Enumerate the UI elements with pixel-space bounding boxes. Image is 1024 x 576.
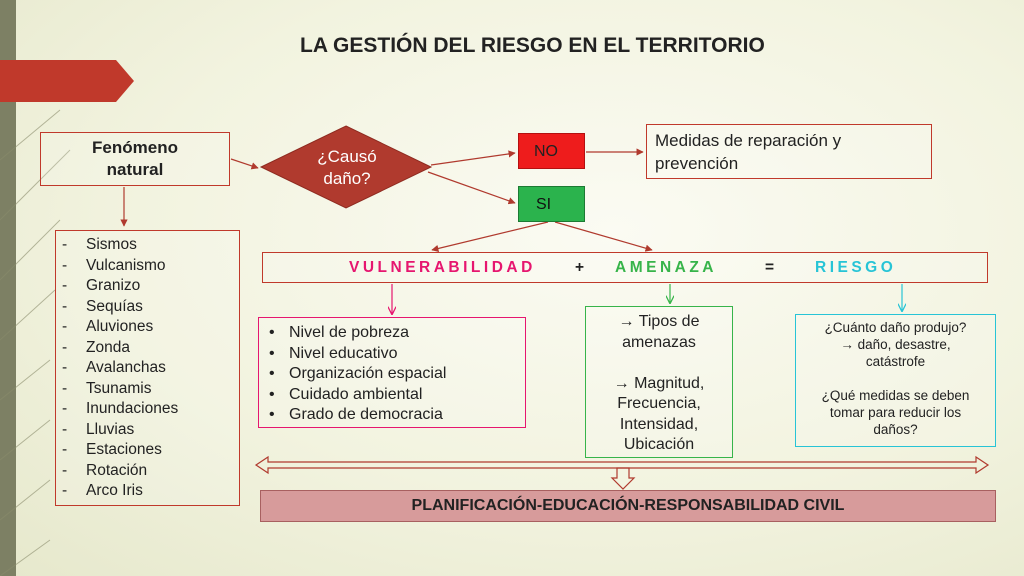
list-item: Aluviones — [62, 317, 239, 338]
amenaza-line: Frecuencia, — [617, 395, 701, 412]
riesgo-line: → daño, desastre, — [840, 337, 951, 352]
list-item: Granizo — [62, 276, 239, 297]
fenomeno-line1: Fenómeno — [92, 138, 178, 157]
list-item: Tsunamis — [62, 379, 239, 400]
amenaza-line: → Tipos de — [618, 313, 700, 330]
list-item: Sequías — [62, 297, 239, 318]
list-item: Organización espacial — [269, 364, 525, 385]
list-item: Nivel educativo — [269, 344, 525, 365]
fenomeno-line2: natural — [106, 160, 164, 179]
list-item: Inundaciones — [62, 399, 239, 420]
amenaza-line: → Magnitud, — [613, 374, 705, 392]
decision-line1: ¿Causó — [317, 147, 377, 166]
risk-formula-box: VULNERABILIDAD + AMENAZA = RIESGO — [262, 252, 988, 283]
amenaza-line: amenazas — [622, 333, 696, 351]
page-title: LA GESTIÓN DEL RIESGO EN EL TERRITORIO — [300, 34, 765, 57]
list-item: Nivel de pobreza — [269, 323, 525, 344]
riesgo-line: catástrofe — [865, 354, 926, 369]
amenaza-box: → Tipos de amenazas → Magnitud, Frecuenc… — [585, 306, 733, 458]
decision-line2: daño? — [323, 169, 371, 188]
amenaza-line: Intensidad, — [619, 415, 699, 433]
down-block-arrow — [610, 467, 636, 490]
no-box: NO — [518, 133, 585, 169]
medidas-line2: prevención — [655, 154, 739, 173]
riesgo-term: RIESGO — [815, 259, 897, 276]
riesgo-line: daños? — [873, 422, 918, 437]
equals-operator: = — [765, 259, 778, 276]
title-tag-arrow — [0, 60, 134, 102]
medidas-box: Medidas de reparación y prevención — [646, 124, 932, 179]
riesgo-line — [796, 370, 995, 387]
double-arrow — [254, 455, 990, 475]
fenomeno-natural-box: Fenómeno natural — [40, 132, 230, 186]
vulnerabilidad-term: VULNERABILIDAD — [349, 259, 536, 276]
riesgo-line: tomar para reducir los — [829, 405, 962, 420]
medidas-line1: Medidas de reparación y — [655, 131, 842, 150]
list-item: Sismos — [62, 235, 239, 256]
riesgo-box: ¿Cuánto daño produjo? → daño, desastre, … — [795, 314, 996, 447]
fenomenos-list-box: Sismos Vulcanismo Granizo Sequías Aluvio… — [55, 230, 240, 506]
riesgo-line: ¿Cuánto daño produjo? — [824, 320, 967, 335]
decision-label: ¿Causó daño? — [292, 146, 402, 190]
plus-operator: + — [575, 259, 588, 276]
list-item: Avalanchas — [62, 358, 239, 379]
list-item: Arco Iris — [62, 481, 239, 502]
amenaza-line: Ubicación — [623, 436, 695, 453]
riesgo-line: ¿Qué medidas se deben — [821, 388, 970, 403]
list-item: Vulcanismo — [62, 256, 239, 277]
list-item: Zonda — [62, 338, 239, 359]
list-item: Estaciones — [62, 440, 239, 461]
vulnerabilidad-box: Nivel de pobreza Nivel educativo Organiz… — [258, 317, 526, 428]
amenaza-line — [586, 353, 732, 374]
amenaza-term: AMENAZA — [615, 259, 717, 276]
list-item: Rotación — [62, 461, 239, 482]
list-item: Grado de democracia — [269, 405, 525, 426]
planificacion-banner: PLANIFICACIÓN-EDUCACIÓN-RESPONSABILIDAD … — [260, 490, 996, 522]
list-item: Cuidado ambiental — [269, 385, 525, 406]
list-item: Lluvias — [62, 420, 239, 441]
si-box: SI — [518, 186, 585, 222]
